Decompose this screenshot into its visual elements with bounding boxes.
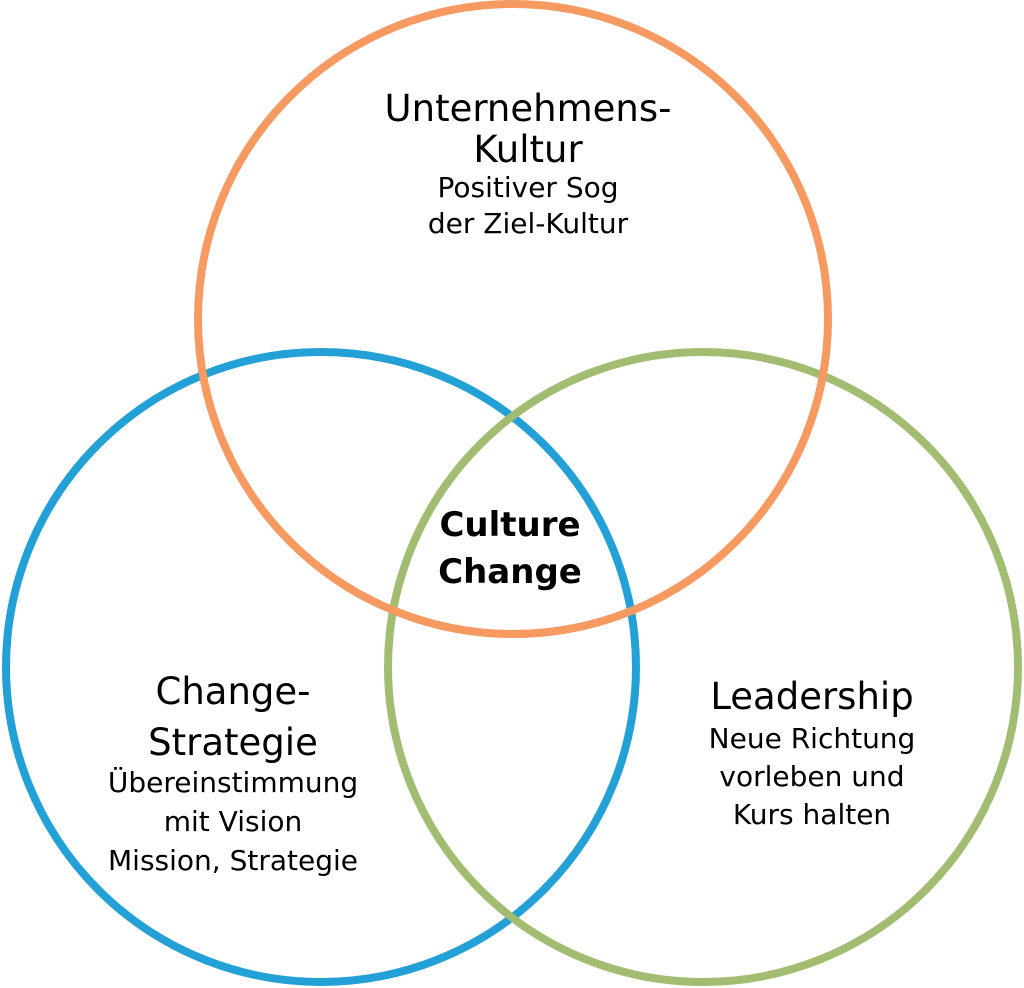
subtitle-line: Kurs halten — [732, 798, 892, 831]
center-line: Culture — [439, 505, 581, 545]
circle-leadership — [384, 348, 1022, 986]
label-culture-change: Culture Change — [438, 508, 582, 589]
label-unternehmens-kultur: Unternehmens- Kultur Positiver Sog der Z… — [385, 90, 672, 238]
subtitle-line: Neue Richtung — [708, 722, 916, 755]
subtitle-line: Mission, Strategie — [108, 844, 358, 877]
title-line: Change- — [155, 670, 311, 713]
title-line: Unternehmens- — [384, 87, 672, 130]
title-line: Kultur — [473, 128, 583, 171]
circle-change-strategie — [2, 348, 640, 986]
center-line: Change — [438, 552, 582, 592]
subtitle-line: Positiver Sog — [437, 171, 619, 204]
subtitle-line: Übereinstimmung — [107, 766, 359, 799]
label-leadership: Leadership Neue Richtung vorleben und Ku… — [709, 678, 916, 829]
title-line: Strategie — [148, 721, 318, 764]
subtitle-line: mit Vision — [163, 805, 303, 838]
circle-unternehmens-kultur — [194, 0, 832, 638]
subtitle-line: der Ziel-Kultur — [427, 207, 629, 240]
label-change-strategie: Change- Strategie Übereinstimmung mit Vi… — [108, 673, 358, 875]
title-line: Leadership — [710, 675, 914, 718]
subtitle-line: vorleben und — [719, 760, 905, 793]
